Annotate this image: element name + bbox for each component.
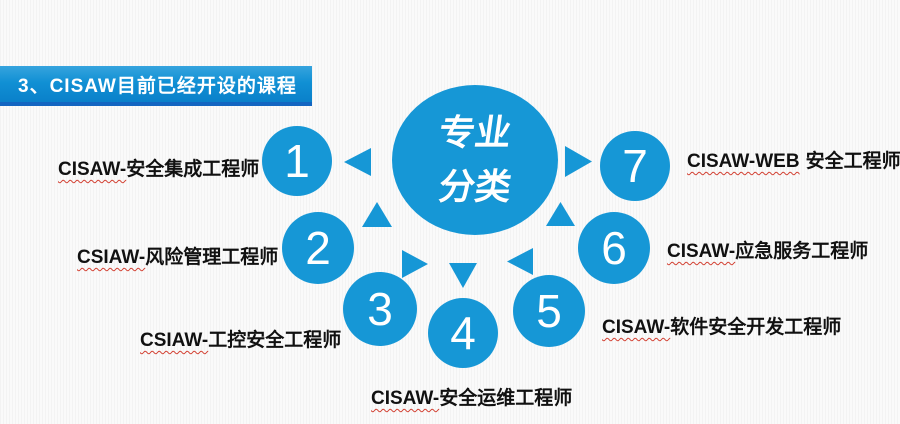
course-name: 工控安全工程师 [208, 330, 342, 351]
circle-number: 5 [536, 285, 562, 337]
circle-number: 1 [284, 135, 310, 187]
course-code: CISAW- [371, 388, 440, 409]
slide-title-banner: 3、CISAW目前已经开设的课程 [0, 66, 312, 106]
course-label-2: CSIAW-风险管理工程师 [77, 246, 278, 270]
arrow-left-icon [507, 248, 533, 275]
course-name: 安全工程师 [805, 151, 900, 172]
category-circle-6: 6 [578, 212, 650, 284]
circle-number: 7 [622, 140, 648, 192]
course-label-3: CSIAW-工控安全工程师 [140, 329, 341, 353]
arrow-right-icon [565, 146, 592, 177]
slide-title: 3、CISAW目前已经开设的课程 [18, 75, 297, 97]
circle-number: 2 [305, 222, 331, 274]
course-name: 应急服务工程师 [735, 241, 869, 262]
circle-number: 6 [601, 222, 627, 274]
course-name: 安全集成工程师 [126, 159, 260, 180]
category-circle-1: 1 [262, 126, 332, 196]
category-circle-5: 5 [513, 275, 585, 347]
course-code: CISAW- [667, 241, 736, 262]
course-name: 安全运维工程师 [439, 388, 573, 409]
category-circle-3: 3 [343, 272, 417, 346]
arrow-down-icon [449, 263, 477, 288]
course-name: 软件安全开发工程师 [670, 317, 842, 338]
center-circle-line1: 专业 [436, 112, 514, 153]
course-code: CISAW- [58, 159, 127, 180]
category-circle-4: 4 [428, 298, 498, 368]
arrow-up-icon [362, 202, 392, 227]
category-circle-2: 2 [282, 212, 354, 284]
course-name: 风险管理工程师 [145, 247, 279, 268]
course-label-5: CISAW-软件安全开发工程师 [602, 316, 841, 340]
course-code: CISAW- [602, 317, 671, 338]
category-circle-7: 7 [600, 131, 670, 201]
circle-number: 3 [367, 283, 393, 335]
course-code: CSIAW- [140, 330, 209, 351]
arrow-left-icon [344, 148, 371, 176]
course-label-1: CISAW-安全集成工程师 [58, 158, 259, 182]
arrow-up-icon [546, 202, 575, 226]
arrow-right-icon [402, 250, 428, 278]
center-circle: 专业 分类 [392, 85, 558, 235]
course-label-6: CISAW-应急服务工程师 [667, 240, 868, 264]
circle-number: 4 [450, 307, 476, 359]
course-label-4: CISAW-安全运维工程师 [371, 387, 572, 411]
course-code: CSIAW- [77, 247, 146, 268]
course-code: CISAW-WEB [687, 151, 800, 172]
center-circle-line2: 分类 [436, 166, 514, 207]
